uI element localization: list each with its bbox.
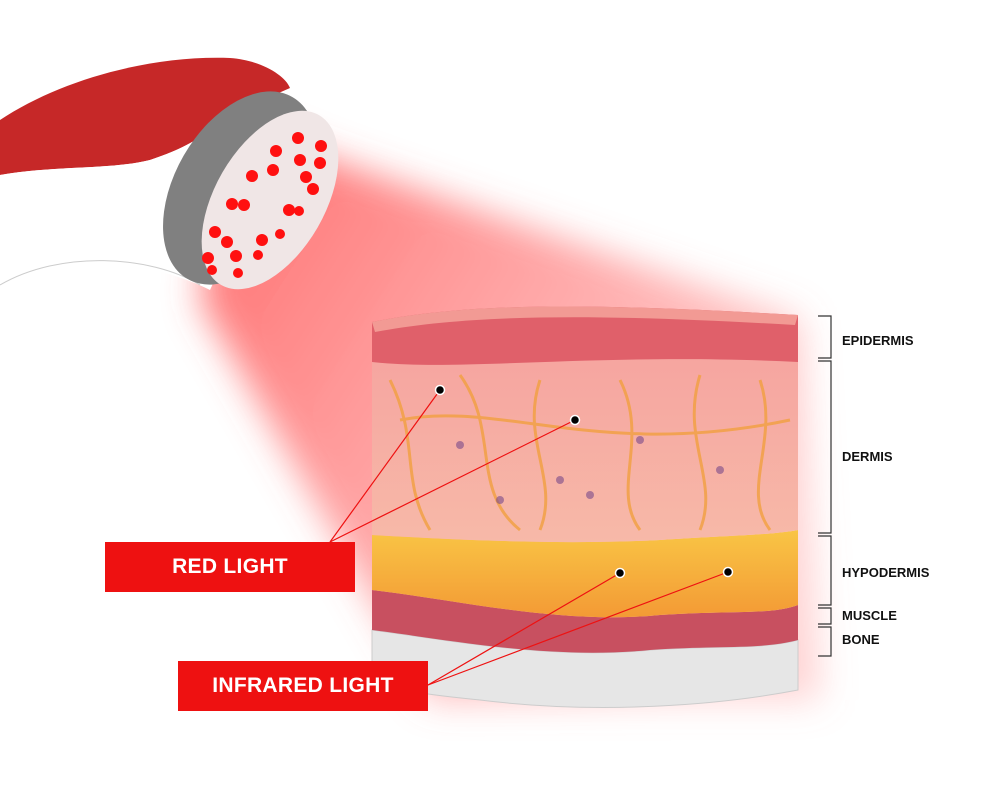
callout-lines: [329, 389, 729, 686]
label-hypodermis: HYPODERMIS: [842, 565, 930, 580]
therapy-device: [0, 57, 339, 290]
red-light-label: RED LIGHT: [105, 542, 355, 592]
label-dermis: DERMIS: [842, 449, 893, 464]
infrared-light-label: INFRARED LIGHT: [178, 661, 428, 711]
callout-dots: [434, 384, 734, 579]
label-muscle: MUSCLE: [842, 608, 897, 623]
label-epidermis: EPIDERMIS: [842, 333, 914, 348]
skin-cross-section: [371, 306, 799, 708]
layer-brackets: [818, 315, 832, 657]
device-face: [201, 110, 339, 290]
label-bone: BONE: [842, 632, 880, 647]
led-array: [202, 132, 327, 278]
